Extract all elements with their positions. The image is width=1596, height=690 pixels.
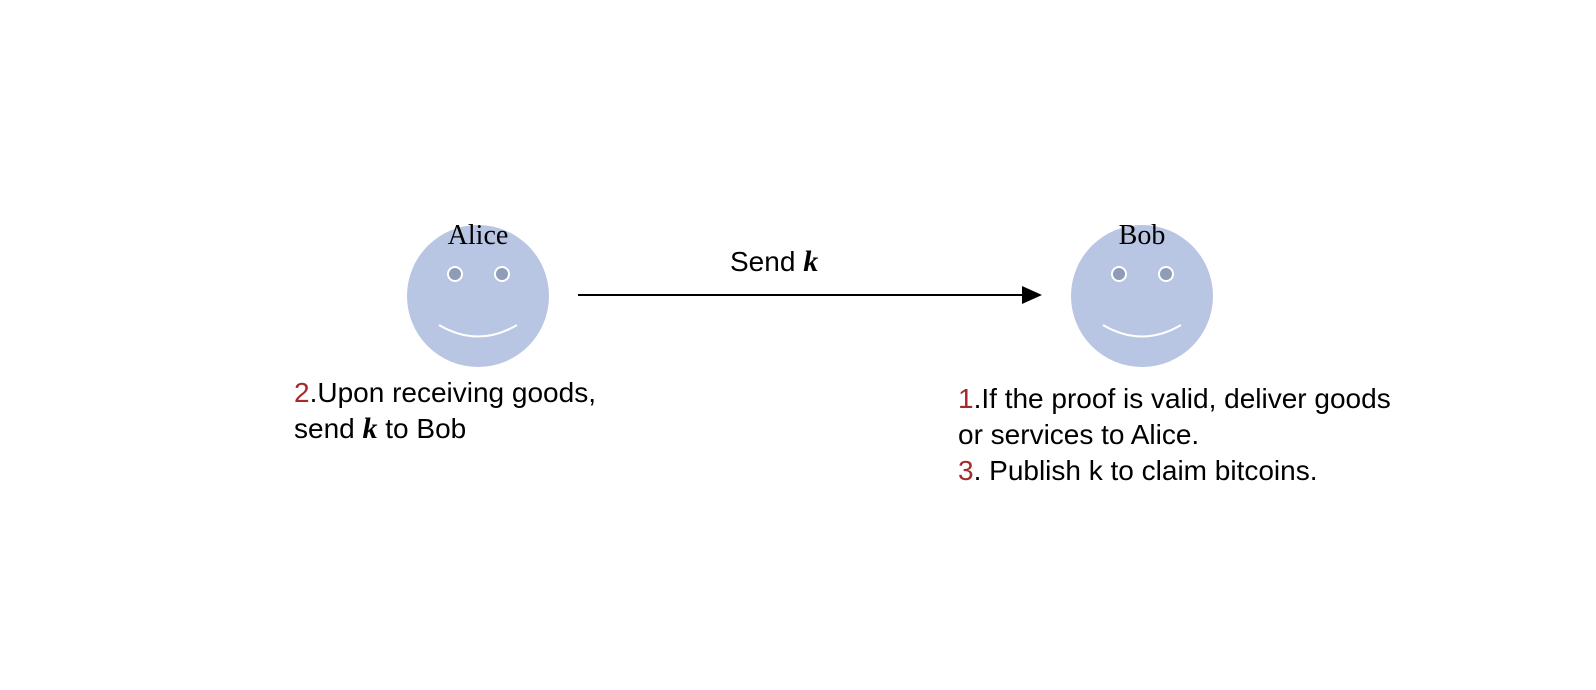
arrow-label: Send k	[730, 244, 818, 280]
step-number-3: 3	[958, 455, 974, 486]
bob-step-3-text-1: . Publish k to claim bitcoins.	[973, 455, 1318, 486]
bob-face-circle	[1071, 225, 1213, 367]
bob-steps: 1.If the proof is valid, deliver goods o…	[958, 381, 1391, 489]
alice-face-circle	[407, 225, 549, 367]
bob-left-eye	[1111, 266, 1127, 282]
alice-step-2-var: k	[362, 412, 378, 445]
alice-step-2-post: to Bob	[377, 413, 467, 444]
alice-left-eye	[447, 266, 463, 282]
step-number-2: 2	[294, 377, 310, 408]
alice-face-icon	[406, 224, 550, 368]
bob-step-1-line-1: 1.If the proof is valid, deliver goods	[958, 381, 1391, 417]
alice-step-2-pre: send	[294, 413, 363, 444]
bob-name: Bob	[1118, 220, 1166, 251]
bob-right-eye	[1158, 266, 1174, 282]
bob-step-3-line-1: 3. Publish k to claim bitcoins.	[958, 453, 1391, 489]
bob-smile	[1102, 324, 1182, 338]
step-number-1: 1	[958, 383, 974, 414]
alice-step-2: 2.Upon receiving goods, send k to Bob	[294, 375, 596, 447]
alice-step-2-line-1: 2.Upon receiving goods,	[294, 375, 596, 411]
alice-step-2-text-1: .Upon receiving goods,	[309, 377, 596, 408]
bob-face-icon	[1070, 224, 1214, 368]
send-k-arrow	[578, 286, 1042, 304]
alice-name: Alice	[447, 220, 509, 251]
alice-smile	[438, 324, 518, 338]
arrow-label-var: k	[803, 245, 819, 278]
bob-step-1-text-1: .If the proof is valid, deliver goods	[973, 383, 1391, 414]
alice-right-eye	[494, 266, 510, 282]
arrowhead	[1022, 286, 1042, 304]
arrow-label-text: Send	[730, 246, 796, 277]
bob-step-1-line-2: or services to Alice.	[958, 419, 1200, 450]
alice-step-2-line-2: send k to Bob	[294, 411, 596, 447]
